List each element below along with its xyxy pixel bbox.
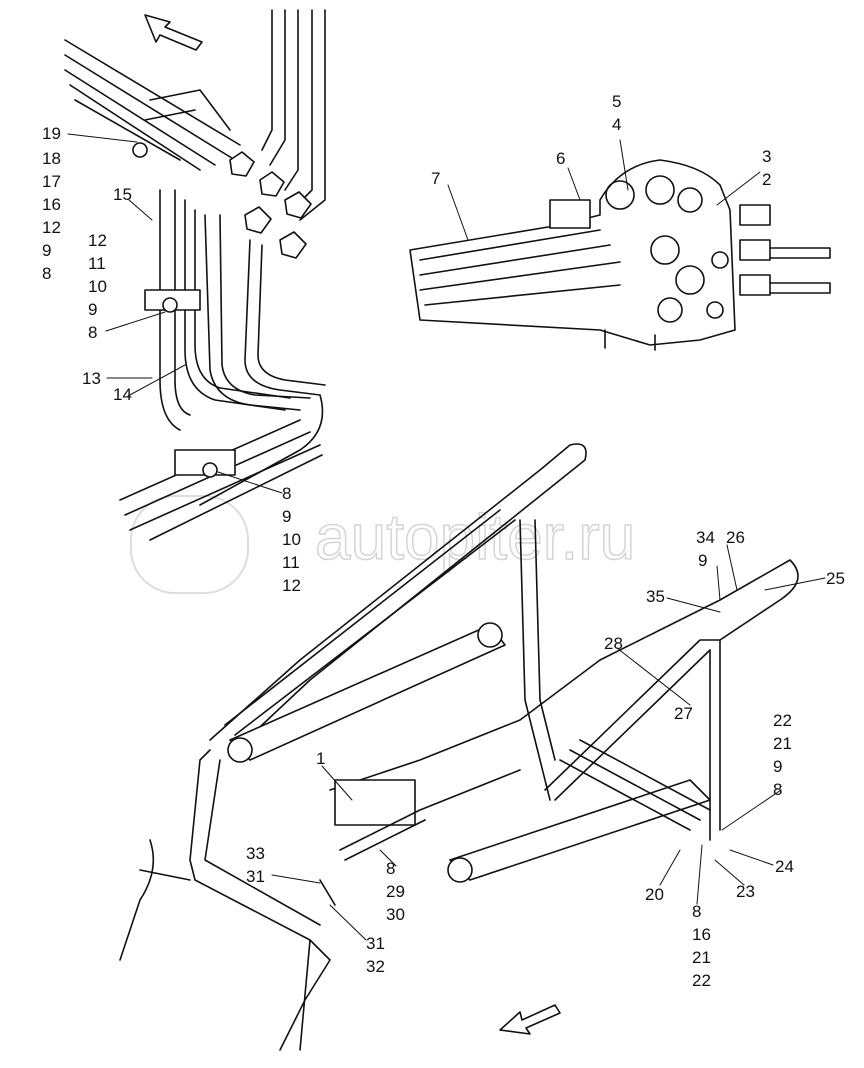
callout-label: 28: [604, 634, 623, 653]
callout-label: 15: [113, 185, 132, 204]
callout-label: 12: [42, 218, 61, 237]
callout-label: 10: [282, 530, 301, 549]
callout-label: 14: [113, 385, 132, 404]
callout-label: 9: [282, 507, 292, 526]
callout-label: 21: [692, 948, 711, 967]
callout-label: 4: [612, 115, 622, 134]
callout-label: 12: [88, 231, 107, 250]
callout-label: 31: [366, 934, 385, 953]
callout-label: 8: [42, 264, 52, 283]
main-assembly: [119, 443, 799, 1051]
control-valve-detail: [409, 159, 831, 351]
callout-label: 7: [431, 169, 441, 188]
callout-label: 19: [42, 124, 61, 143]
callout-label: 9: [773, 757, 783, 776]
callout-label: 32: [366, 957, 385, 976]
callout-label: 16: [692, 925, 711, 944]
callout-label: 33: [246, 844, 265, 863]
callout-label: 11: [88, 254, 106, 273]
callout-label: 8: [692, 902, 702, 921]
callout-label: 8: [386, 859, 396, 878]
callout-label: 10: [88, 277, 107, 296]
callout-label: 35: [646, 587, 665, 606]
callout-label: 13: [82, 369, 101, 388]
callout-label: 17: [42, 172, 61, 191]
callout-label: 22: [773, 711, 792, 730]
callout-label: 27: [674, 704, 693, 723]
callout-label: 9: [698, 551, 708, 570]
callout-label: 12: [282, 576, 301, 595]
left-detail-hoses: [64, 9, 326, 541]
callout-label: 2: [762, 170, 772, 189]
direction-arrow-bottom-icon: [499, 1004, 561, 1035]
callout-label: 34: [696, 528, 715, 547]
callout-label: 22: [692, 971, 711, 990]
callout-label: 29: [386, 882, 405, 901]
callout-label: 16: [42, 195, 61, 214]
callout-label: 23: [736, 882, 755, 901]
callout-label: 8: [773, 780, 783, 799]
callout-label: 24: [775, 857, 794, 876]
callout-label: 31: [246, 867, 265, 886]
callout-label: 8: [282, 484, 292, 503]
callout-label: 20: [645, 885, 664, 904]
leader-lines: [67, 133, 826, 941]
callout-label: 30: [386, 905, 405, 924]
callout-label: 3: [762, 147, 772, 166]
watermark-logo: [130, 495, 249, 594]
watermark: autopiter.ru: [314, 501, 636, 573]
callout-label: 21: [773, 734, 792, 753]
callout-label: 18: [42, 149, 61, 168]
callout-label: 11: [282, 553, 300, 572]
callout-label: 9: [88, 300, 98, 319]
callout-label: 25: [826, 569, 845, 588]
callout-label: 8: [88, 323, 98, 342]
direction-arrow-top-icon: [144, 14, 203, 51]
callout-label: 6: [556, 149, 566, 168]
callout-label: 5: [612, 92, 622, 111]
callout-label: 1: [316, 749, 326, 768]
callout-label: 9: [42, 241, 52, 260]
callout-label: 26: [726, 528, 745, 547]
